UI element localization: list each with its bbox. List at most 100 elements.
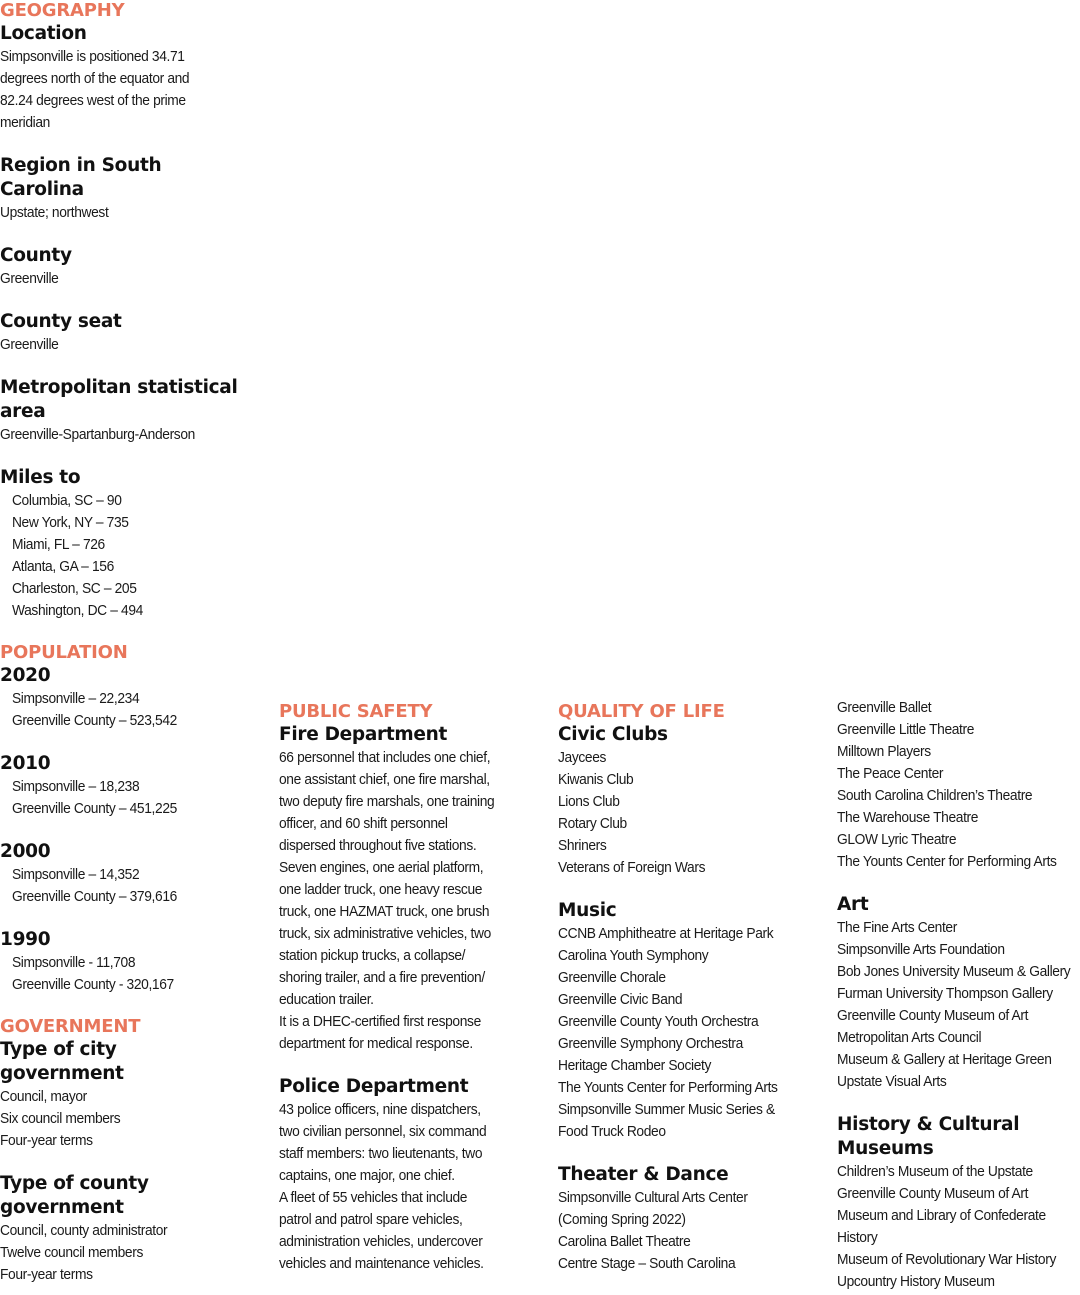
list-item: The Peace Center (837, 765, 944, 782)
subheading-civic-clubs: Civic Clubs (558, 724, 668, 745)
list-item: GLOW Lyric Theatre (837, 831, 957, 848)
subheading-theater-dance: Theater & Dance (558, 1164, 729, 1185)
list-item: Columbia, SC – 90 (11, 492, 122, 509)
list-item: Simpsonville – 14,352 (11, 866, 140, 883)
list-item: The Younts Center for Performing Arts (558, 1079, 778, 1096)
list-item: Charleston, SC – 205 (11, 580, 137, 597)
section-heading-quality-of-life: QUALITY OF LIFE (558, 701, 725, 722)
list-item: Upcountry History Museum (837, 1273, 995, 1290)
list-item: Bob Jones University Museum & Gallery (837, 963, 1071, 980)
list-item: Washington, DC – 494 (11, 602, 143, 619)
list-item: Furman University Thompson Gallery (837, 985, 1053, 1002)
list-item: Heritage Chamber Society (558, 1057, 712, 1074)
list-item: CCNB Amphitheatre at Heritage Park (558, 925, 774, 942)
list-item: Greenville County Museum of Art (837, 1007, 1029, 1024)
text-line: education trailer. (279, 991, 374, 1008)
subheading-miles-to: Miles to (0, 467, 81, 488)
text-line: dispersed throughout five stations. (279, 837, 477, 854)
list-item: Museum and Library of Confederate (837, 1207, 1046, 1224)
subheading-year-2020: 2020 (0, 665, 51, 686)
list-item: Milltown Players (837, 743, 931, 760)
list-item: Carolina Youth Symphony (558, 947, 709, 964)
text-line: 82.24 degrees west of the prime (0, 92, 186, 109)
column-public-safety: PUBLIC SAFETY Fire Department 66 personn… (279, 701, 529, 1275)
subheading-region: Region in South (0, 155, 162, 176)
text-line: degrees north of the equator and (0, 70, 190, 87)
column-quality-of-life: QUALITY OF LIFE Civic Clubs Jaycees Kiwa… (558, 701, 823, 1275)
text-line: Greenville-Spartanburg-Anderson (0, 426, 195, 443)
text-line: truck, six administrative vehicles, two (279, 925, 491, 942)
text-line: station pickup trucks, a collapse/ (279, 947, 466, 964)
list-item: Greenville Little Theatre (837, 721, 975, 738)
list-item: Atlanta, GA – 156 (11, 558, 114, 575)
list-item: Lions Club (558, 793, 620, 810)
list-item: Kiwanis Club (558, 771, 634, 788)
text-line: Seven engines, one aerial platform, (279, 859, 484, 876)
list-item: The Younts Center for Performing Arts (837, 853, 1057, 870)
text-line: 66 personnel that includes one chief, (279, 749, 491, 766)
list-item: History (837, 1229, 878, 1246)
subheading-history-museums: History & Cultural (837, 1114, 1020, 1135)
section-heading-government: GOVERNMENT (0, 1016, 141, 1037)
subheading-county: County (0, 245, 72, 266)
subheading-msa-cont: area (0, 401, 46, 422)
list-item: (Coming Spring 2022) (558, 1211, 686, 1228)
text-line: one ladder truck, one heavy rescue (279, 881, 483, 898)
subheading-location: Location (0, 23, 87, 44)
list-item: Simpsonville - 11,708 (11, 954, 136, 971)
list-item: The Fine Arts Center (837, 919, 957, 936)
list-item: Greenville Chorale (558, 969, 666, 986)
text-line: Four-year terms (0, 1266, 93, 1283)
subheading-year-1990: 1990 (0, 929, 51, 950)
list-item: Simpsonville – 18,238 (11, 778, 140, 795)
list-item: Simpsonville Arts Foundation (837, 941, 1005, 958)
list-item: Centre Stage – South Carolina (558, 1255, 736, 1272)
list-item: South Carolina Children’s Theatre (837, 787, 1033, 804)
subheading-region-cont: Carolina (0, 179, 84, 200)
list-item: Greenville County - 320,167 (11, 976, 174, 993)
section-heading-population: POPULATION (0, 642, 128, 663)
text-line: vehicles and maintenance vehicles. (279, 1255, 484, 1272)
list-item: Carolina Ballet Theatre (558, 1233, 691, 1250)
column-quality-of-life-cont: Greenville Ballet Greenville Little Thea… (837, 697, 1080, 1293)
section-heading-public-safety: PUBLIC SAFETY (279, 701, 433, 722)
subheading-history-museums-cont: Museums (837, 1138, 934, 1159)
list-item: Miami, FL – 726 (11, 536, 105, 553)
section-heading-geography: GEOGRAPHY (0, 0, 125, 21)
text-line: shoring trailer, and a fire prevention/ (279, 969, 485, 986)
text-line: Upstate; northwest (0, 204, 109, 221)
list-item: Greenville Civic Band (558, 991, 683, 1008)
list-item: Museum & Gallery at Heritage Green (837, 1051, 1052, 1068)
text-line: captains, one major, one chief. (279, 1167, 455, 1184)
subheading-county-seat: County seat (0, 311, 122, 332)
subheading-msa: Metropolitan statistical (0, 377, 238, 398)
subheading-music: Music (558, 900, 617, 921)
text-line: 43 police officers, nine dispatchers, (279, 1101, 481, 1118)
subheading-art: Art (837, 894, 869, 915)
list-item: New York, NY – 735 (11, 514, 129, 531)
list-item: Simpsonville Cultural Arts Center (558, 1189, 748, 1206)
text-line: Greenville (0, 336, 59, 353)
text-line: Greenville (0, 270, 59, 287)
list-item: Greenville County – 451,225 (11, 800, 177, 817)
list-item: Greenville Ballet (837, 699, 932, 716)
text-line: Twelve council members (0, 1244, 144, 1261)
subheading-fire-department: Fire Department (279, 724, 448, 745)
text-line: administration vehicles, undercover (279, 1233, 483, 1250)
text-line: A fleet of 55 vehicles that include (279, 1189, 468, 1206)
text-line: Four-year terms (0, 1132, 93, 1149)
list-item: Shriners (558, 837, 607, 854)
list-item: Greenville County – 379,616 (11, 888, 177, 905)
text-line: patrol and patrol spare vehicles, (279, 1211, 463, 1228)
list-item: Jaycees (558, 749, 607, 766)
list-item: Greenville County – 523,542 (11, 712, 177, 729)
list-item: Greenville County Youth Orchestra (558, 1013, 759, 1030)
list-item: Greenville County Museum of Art (837, 1185, 1029, 1202)
list-item: Rotary Club (558, 815, 627, 832)
list-item: Simpsonville – 22,234 (11, 690, 140, 707)
text-line: two deputy fire marshals, one training (279, 793, 495, 810)
list-item: Upstate Visual Arts (837, 1073, 947, 1090)
list-item: Veterans of Foreign Wars (558, 859, 706, 876)
column-geography: GEOGRAPHY Location Simpsonville is posit… (0, 0, 250, 1286)
list-item: The Warehouse Theatre (837, 809, 979, 826)
